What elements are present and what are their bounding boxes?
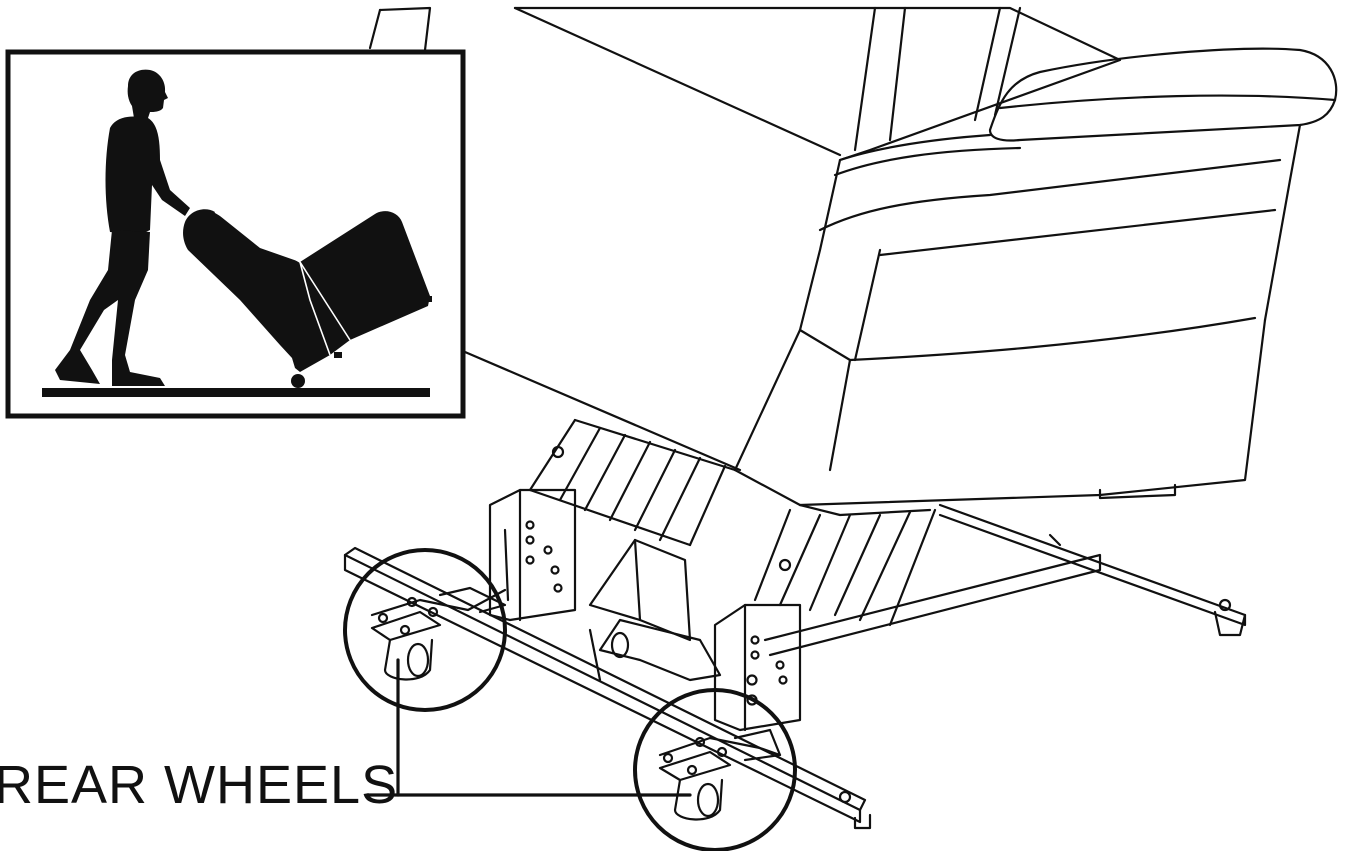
lift-mechanism	[528, 418, 937, 627]
lift-actuator	[588, 538, 722, 682]
inset-panel	[5, 49, 466, 419]
right-right-wheel	[633, 688, 797, 851]
rear-wheels-label: REAR WHEELS	[0, 755, 399, 815]
right-bracket	[713, 603, 802, 732]
base-frame	[343, 503, 1247, 830]
left-bracket	[488, 488, 577, 622]
chair-side-panel	[798, 133, 1282, 517]
chair-armrest	[733, 47, 1338, 507]
floor-line	[42, 388, 430, 397]
callout-leader	[366, 658, 692, 797]
person-pushing-tilted-chair-icon	[55, 69, 432, 388]
left-rear-wheel	[343, 548, 507, 712]
chair-back	[368, 6, 1122, 472]
